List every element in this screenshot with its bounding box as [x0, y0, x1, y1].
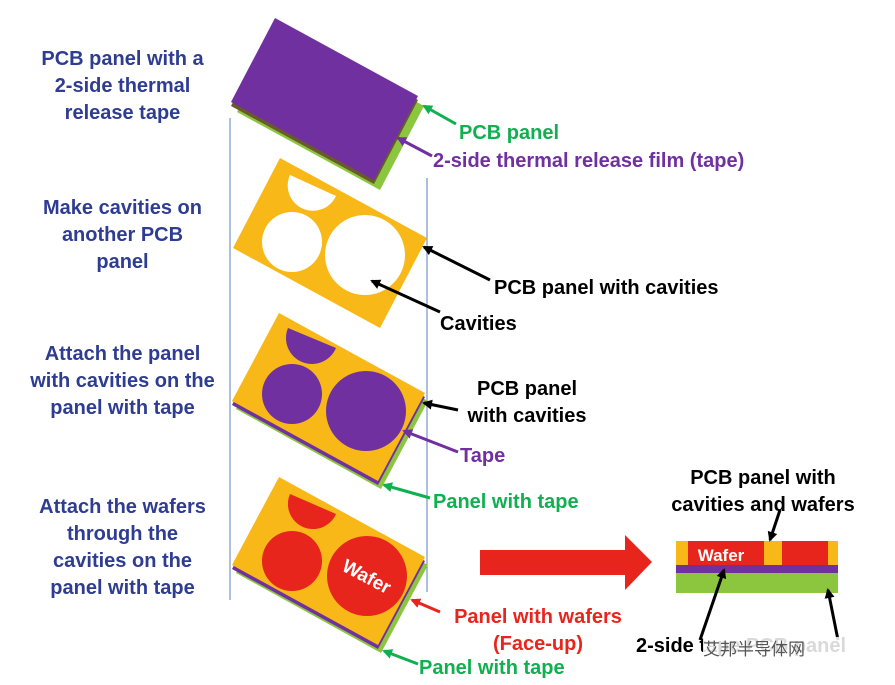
arrow-tape: [402, 429, 459, 454]
callout-panel-with-tape-2: Panel with tape: [419, 657, 565, 679]
cross-section-title-line-2: cavities and wafers: [671, 494, 855, 516]
watermark: 艾邦半导体网: [703, 637, 893, 663]
wafer-half: [287, 494, 336, 530]
step-4-label: Attach the wafers through the cavities o…: [0, 494, 245, 602]
filled-cavity-large: [326, 371, 406, 451]
callout-pcb-panel: PCB panel: [459, 122, 560, 144]
step-4-line-1: Attach the wafers: [39, 496, 206, 518]
arrow-panel-with-tape-2: [382, 649, 419, 666]
cross-section-wafer-1: [688, 541, 764, 565]
callout-tape: Tape: [460, 445, 506, 467]
filled-cavity-small: [262, 364, 322, 424]
step-2-line-3: panel: [96, 251, 149, 273]
filled-cavity-half: [286, 328, 336, 365]
step-1-label: PCB panel with a 2-side thermal release …: [0, 46, 245, 127]
callout-release-film: 2-side thermal release film (tape): [433, 150, 745, 172]
callout-pcb-with-cavities-2-line-2: with cavities: [467, 405, 587, 427]
cross-section: Wafer: [676, 541, 838, 593]
callout-panel-with-tape-1: Panel with tape: [433, 491, 579, 513]
step-3-label: Attach the panel with cavities on the pa…: [0, 341, 245, 422]
arrow-release-film: [396, 136, 433, 158]
callout-pcb-with-cavities-2: PCB panel with cavities: [460, 376, 594, 430]
step-1-line-1: PCB panel with a: [41, 48, 204, 70]
step-1-line-2: 2-side thermal: [54, 75, 191, 97]
cavity-half: [287, 175, 336, 211]
panel-3-stacked: [232, 313, 428, 489]
panel-2-pcb-with-cavities: [233, 158, 427, 328]
step-2-line-2: another PCB: [61, 224, 184, 246]
arrow-cross-section-tape: [698, 568, 727, 641]
cross-section-wafer-label: Wafer: [698, 546, 745, 565]
callout-panel-with-wafers: Panel with wafers (Face-up): [443, 604, 633, 658]
step-3-line-1: Attach the panel: [44, 343, 201, 365]
arrow-panel-with-tape-1: [382, 482, 431, 500]
arrow-cross-section-pcb: [824, 588, 840, 641]
wafer-small: [262, 531, 322, 591]
arrow-cross-section-top: [767, 509, 782, 542]
step-3-line-2: with cavities on the: [30, 370, 215, 392]
arrow-cavities: [370, 279, 441, 314]
callout-panel-with-wafers-line-1: Panel with wafers: [454, 606, 622, 628]
step-2-label: Make cavities on another PCB panel: [0, 195, 245, 276]
step-4-line-2: through the: [66, 523, 179, 545]
panel-4-with-wafers: Wafer: [232, 477, 428, 653]
step-3-line-3: panel with tape: [50, 397, 195, 419]
wafer-large: [327, 536, 407, 616]
step-2-line-1: Make cavities on: [43, 197, 202, 219]
callout-pcb-with-cavities: PCB panel with cavities: [494, 277, 719, 299]
cross-section-title: PCB panel with cavities and wafers: [658, 465, 868, 519]
step-1-line-3: release tape: [64, 102, 181, 124]
callout-panel-with-wafers-line-2: (Face-up): [493, 633, 583, 655]
arrow-pcb-with-cavities: [422, 245, 491, 282]
callout-cavities: Cavities: [440, 313, 517, 335]
arrow-panel-with-wafers: [410, 598, 441, 614]
cavity-small: [262, 212, 322, 272]
big-arrow-right: [480, 535, 652, 590]
arrow-pcb-with-cavities-2: [422, 399, 459, 412]
arrow-pcb-panel: [422, 104, 457, 126]
panel-1-pcb-with-tape: [231, 18, 424, 190]
cavity-large: [325, 215, 405, 295]
cross-section-wafer-2: [782, 541, 828, 565]
step-4-line-3: cavities on the: [53, 550, 192, 572]
step-4-line-4: panel with tape: [50, 577, 195, 599]
callout-pcb-with-cavities-2-line-1: PCB panel: [476, 378, 578, 400]
cross-section-title-line-1: PCB panel with: [690, 467, 836, 489]
